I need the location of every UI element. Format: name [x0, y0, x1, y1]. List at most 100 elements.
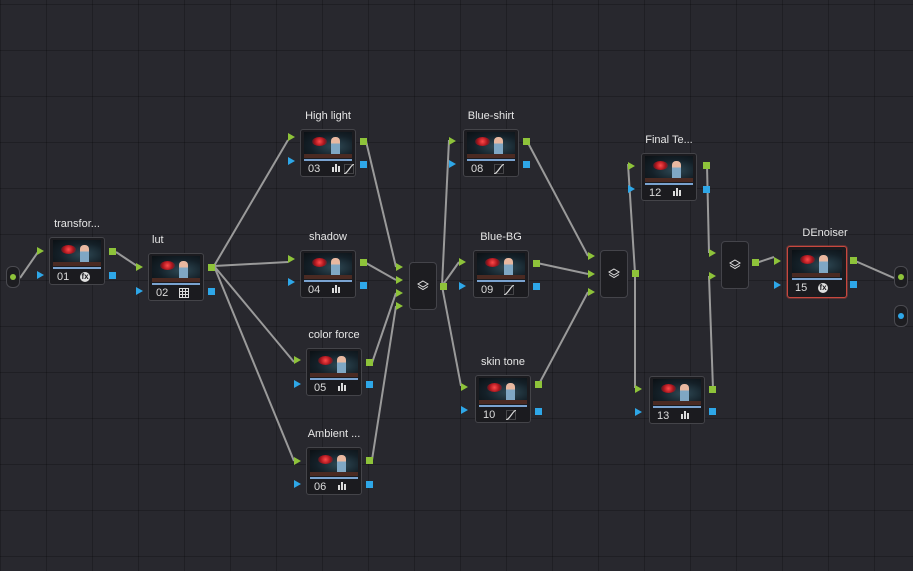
connection-line[interactable]: [755, 256, 775, 264]
rgb-output-pin[interactable]: [109, 248, 116, 255]
rgb-output-pin[interactable]: [533, 260, 540, 267]
mixer-1-output-pin[interactable]: [440, 283, 447, 290]
alpha-input-pin[interactable]: [37, 271, 44, 279]
connection-line[interactable]: [706, 164, 710, 254]
alpha-output-pin[interactable]: [109, 272, 116, 279]
alpha-output-pin[interactable]: [208, 288, 215, 295]
rgb-input-pin[interactable]: [461, 383, 468, 391]
rgb-input-pin[interactable]: [37, 247, 44, 255]
connection-line[interactable]: [365, 140, 397, 268]
connection-line[interactable]: [213, 139, 289, 267]
alpha-input-pin[interactable]: [459, 282, 466, 290]
alpha-input-pin[interactable]: [136, 287, 143, 295]
alpha-input-pin[interactable]: [628, 185, 635, 193]
rgb-input-pin[interactable]: [628, 162, 635, 170]
mixer-2-input-pin-2[interactable]: [588, 270, 595, 278]
mixer-1-input-pin-2[interactable]: [396, 276, 403, 284]
connection-line[interactable]: [627, 163, 636, 274]
rgb-input-pin[interactable]: [449, 137, 456, 145]
alpha-input-pin[interactable]: [288, 157, 295, 165]
rgb-output-pin[interactable]: [523, 138, 530, 145]
rgb-output-pin[interactable]: [360, 138, 367, 145]
rgb-output-pin[interactable]: [360, 259, 367, 266]
output-rgb-pill[interactable]: [894, 266, 908, 288]
mixer-2-input-pin-3[interactable]: [588, 288, 595, 296]
connection-line[interactable]: [371, 292, 397, 364]
mixer-2-output-pin[interactable]: [632, 270, 639, 277]
connection-line[interactable]: [115, 251, 138, 267]
output-alpha-dot[interactable]: [898, 313, 904, 319]
alpha-input-pin[interactable]: [294, 380, 301, 388]
connection-line[interactable]: [526, 140, 589, 257]
alpha-output-pin[interactable]: [709, 408, 716, 415]
alpha-output-pin[interactable]: [366, 481, 373, 488]
rgb-input-pin[interactable]: [294, 356, 301, 364]
connection-line[interactable]: [213, 265, 295, 363]
alpha-output-pin[interactable]: [535, 408, 542, 415]
connection-line[interactable]: [441, 139, 450, 287]
layer-mixer-1[interactable]: [409, 262, 437, 310]
rgb-output-pin[interactable]: [208, 264, 215, 271]
alpha-input-pin[interactable]: [635, 408, 642, 416]
connection-line[interactable]: [441, 261, 460, 287]
node-01[interactable]: transfor... 01 fx: [37, 218, 116, 285]
mixer-1-input-pin-3[interactable]: [396, 289, 403, 297]
connection-line[interactable]: [708, 275, 714, 390]
rgb-input-pin[interactable]: [136, 263, 143, 271]
source-rgb-dot[interactable]: [10, 274, 16, 280]
node-09[interactable]: Blue-BG 09: [459, 231, 540, 298]
rgb-output-pin[interactable]: [709, 386, 716, 393]
rgb-input-pin[interactable]: [288, 255, 295, 263]
alpha-output-pin[interactable]: [533, 283, 540, 290]
alpha-input-pin[interactable]: [449, 160, 456, 168]
connection-line[interactable]: [365, 262, 397, 281]
mixer-3-input-pin-2[interactable]: [709, 272, 716, 280]
alpha-output-pin[interactable]: [360, 161, 367, 168]
node-15-selected[interactable]: DEnoiser 15 fx: [774, 227, 857, 298]
connection-line[interactable]: [852, 259, 895, 279]
node-02[interactable]: lut 02: [136, 234, 215, 301]
rgb-output-pin[interactable]: [703, 162, 710, 169]
rgb-input-pin[interactable]: [288, 133, 295, 141]
layer-mixer-2[interactable]: [600, 250, 628, 298]
alpha-output-pin[interactable]: [366, 381, 373, 388]
source-input-pill[interactable]: [6, 266, 20, 288]
rgb-output-pin[interactable]: [366, 359, 373, 366]
alpha-input-pin[interactable]: [288, 278, 295, 286]
node-04[interactable]: shadow 04: [288, 231, 367, 298]
mixer-3-input-pin-1[interactable]: [709, 249, 716, 257]
output-alpha-pill[interactable]: [894, 305, 908, 327]
layer-mixer-3[interactable]: [721, 241, 749, 289]
node-08[interactable]: Blue-shirt 08: [449, 110, 530, 177]
rgb-input-pin[interactable]: [294, 457, 301, 465]
alpha-output-pin[interactable]: [850, 281, 857, 288]
connection-line[interactable]: [19, 251, 39, 279]
rgb-input-pin[interactable]: [635, 385, 642, 393]
mixer-2-input-pin-1[interactable]: [588, 252, 595, 260]
alpha-output-pin[interactable]: [703, 186, 710, 193]
output-rgb-dot[interactable]: [898, 274, 904, 280]
rgb-output-pin[interactable]: [850, 257, 857, 264]
connection-line[interactable]: [536, 262, 589, 275]
alpha-input-pin[interactable]: [774, 281, 781, 289]
mixer-1-input-pin-4[interactable]: [396, 302, 403, 310]
alpha-input-pin[interactable]: [461, 406, 468, 414]
rgb-output-pin[interactable]: [366, 457, 373, 464]
node-05[interactable]: color force 05: [294, 329, 373, 396]
node-06[interactable]: Ambient ... 06: [294, 428, 373, 495]
mixer-3-output-pin[interactable]: [752, 259, 759, 266]
connection-line[interactable]: [213, 261, 289, 267]
node-10[interactable]: skin tone 10: [461, 356, 542, 423]
node-13[interactable]: 13: [635, 376, 716, 424]
rgb-input-pin[interactable]: [459, 258, 466, 266]
mixer-1-input-pin-1[interactable]: [396, 263, 403, 271]
rgb-input-pin[interactable]: [774, 257, 781, 265]
rgb-output-pin[interactable]: [535, 381, 542, 388]
node-12[interactable]: Final Te... 12: [628, 134, 710, 201]
connection-line[interactable]: [213, 265, 295, 462]
connection-line[interactable]: [538, 291, 589, 385]
alpha-input-pin[interactable]: [294, 480, 301, 488]
node-03[interactable]: High light 03: [288, 110, 367, 177]
connection-line[interactable]: [371, 305, 397, 461]
alpha-output-pin[interactable]: [360, 282, 367, 289]
